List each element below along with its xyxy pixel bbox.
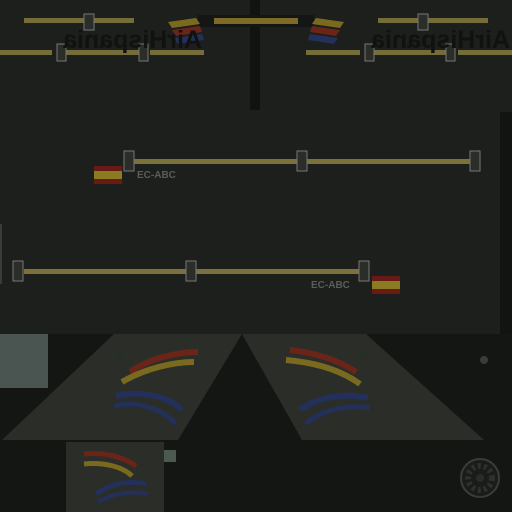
fuselage-side-upper: EC-ABC: [94, 150, 481, 184]
door-lower-3: [358, 260, 370, 282]
door-upper-2: [296, 150, 308, 172]
window-row-bottom-left-c: [150, 50, 204, 55]
livery-text-right: AirHispania: [370, 26, 510, 54]
fuselage-top-left: [0, 13, 204, 62]
vertical-divider: [250, 0, 260, 110]
wing-right: [242, 334, 484, 440]
door-left-1: [56, 43, 67, 62]
window-row-top-left: [24, 18, 134, 23]
flag-upper: [94, 166, 122, 184]
registration-upper: EC-ABC: [137, 170, 176, 181]
door-lower-1: [12, 260, 24, 282]
door-lower-2: [185, 260, 197, 282]
left-edge-mark: [0, 224, 2, 284]
door-top-right: [417, 13, 429, 31]
door-top-left: [83, 13, 95, 31]
window-row-bottom-right-a: [306, 50, 360, 55]
door-right-2: [445, 43, 456, 62]
engine-fan: [460, 458, 500, 498]
fuselage-top-right: [306, 13, 512, 62]
livery-text-left: AirHispania: [62, 26, 202, 54]
registration-lower: EC-ABC: [311, 280, 350, 291]
window-row-bottom-right-c: [458, 50, 512, 55]
window-row-bottom-left-a: [0, 50, 52, 55]
door-upper-3: [469, 150, 481, 172]
small-dot-left: [116, 350, 124, 358]
fuselage-side-lower: EC-ABC: [12, 260, 400, 294]
flag-lower: [372, 276, 400, 294]
window-row-bottom-left-b: [66, 50, 140, 55]
small-light-square: [164, 450, 176, 462]
tail-stripes-left: [168, 18, 204, 44]
wing-left: [2, 334, 242, 440]
small-dot-right: [358, 350, 366, 358]
door-upper-1: [123, 150, 135, 172]
window-row-bottom-right-b: [372, 50, 446, 55]
door-right-1: [364, 43, 375, 62]
tail-fin-patch: [66, 442, 164, 512]
top-bar-gold: [214, 18, 298, 24]
light-panel-left: [0, 334, 48, 388]
small-dot-far-right: [480, 356, 488, 364]
tail-stripes-right: [308, 18, 344, 44]
door-left-2: [138, 43, 149, 62]
right-edge-strip: [500, 112, 512, 334]
window-row-top-right: [378, 18, 488, 23]
